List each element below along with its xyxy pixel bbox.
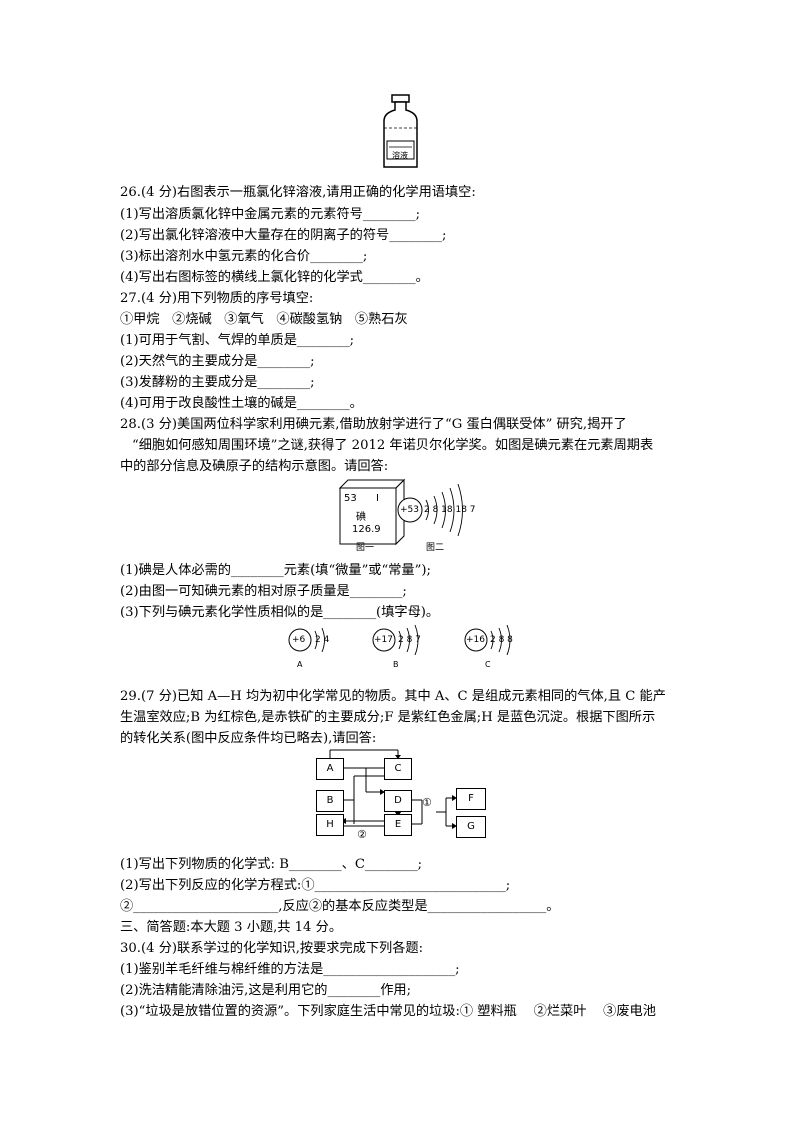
element-mass: 126.9 — [352, 524, 381, 535]
option-b-atom-diagram — [372, 624, 419, 656]
node-d: D — [384, 790, 412, 812]
q26-item-1: (1)写出溶质氯化锌中金属元素的元素符号________; — [120, 207, 421, 222]
option-c-atom-diagram — [464, 624, 511, 656]
q28-item-3: (3)下列与碘元素化学性质相似的是________(填字母)。 — [120, 605, 440, 620]
iodine-atom-diagram — [397, 483, 463, 537]
option-b-nucleus: +17 — [374, 635, 393, 645]
q30-item-3: (3)“垃圾是放错位置的资源”。下列家庭生活中常见的垃圾:① 塑料瓶 ②烂菜叶 … — [120, 1004, 656, 1019]
q29-item-3: ②______________________,反应②的基本反应类型是_____… — [120, 899, 560, 914]
node-c: C — [384, 758, 412, 780]
element-number: 53 — [344, 493, 357, 504]
option-a-atom-diagram — [288, 627, 325, 653]
node-a: A — [316, 758, 344, 780]
iodine-element-cell — [338, 478, 406, 546]
q27-item-2: (2)天然气的主要成分是________; — [120, 354, 315, 369]
option-a-nucleus: +6 — [292, 635, 306, 645]
reaction-2-marker: ② — [357, 828, 367, 841]
q28-item-1: (1)碘是人体必需的________元素(填“微量”或“常量”); — [120, 563, 431, 578]
q29-intro-3: 的转化关系(图中反应条件均已略去),请回答: — [120, 731, 377, 746]
q29-item-2: (2)写出下列反应的化学方程式:①_______________________… — [120, 878, 511, 893]
option-c-letter: C — [485, 660, 491, 669]
option-b-letter: B — [393, 660, 399, 669]
element-name: 碘 — [356, 512, 366, 523]
option-c-nucleus: +16 — [466, 635, 485, 645]
iodine-shells: 2 8 18 18 7 — [424, 505, 476, 515]
option-a-shells: 2 4 — [315, 635, 330, 645]
q26-item-4: (4)写出右图标签的横线上氯化锌的化学式________。 — [120, 270, 429, 285]
q30-item-2: (2)洗洁精能清除油污,这是利用它的________作用; — [120, 983, 412, 998]
zinc-chloride-bottle-figure — [383, 94, 418, 168]
q30-intro: 30.(4 分)联系学过的化学知识,按要求完成下列各题: — [120, 941, 424, 956]
q28-intro-3: 中的部分信息及碘原子的结构示意图。请回答: — [120, 459, 389, 474]
q27-item-1: (1)可用于气割、气焊的单质是________; — [120, 333, 355, 348]
q26-item-3: (3)标出溶剂水中氢元素的化合价________; — [120, 249, 368, 264]
figure-1-caption: 图一 — [356, 543, 375, 553]
q29-intro-2: 生温室效应;B 为红棕色,是赤铁矿的主要成分;F 是紫红色金属;H 是蓝色沉淀。… — [120, 710, 656, 725]
node-h: H — [316, 814, 344, 836]
option-b-shells: 2 8 7 — [398, 635, 421, 645]
q27-item-4: (4)可用于改良酸性土壤的碱是________。 — [120, 396, 363, 411]
node-g: G — [456, 816, 486, 838]
option-a-letter: A — [297, 660, 303, 669]
q28-item-2: (2)由图一可知碘元素的相对原子质量是________; — [120, 584, 407, 599]
node-f: F — [456, 788, 486, 810]
q26-intro: 26.(4 分)右图表示一瓶氯化锌溶液,请用正确的化学用语填空: — [120, 185, 476, 200]
q27-intro: 27.(4 分)用下列物质的序号填空: — [120, 291, 314, 306]
figure-2-caption: 图二 — [426, 543, 445, 553]
bottle-label: 溶液 — [392, 151, 408, 160]
q28-intro-1: 28.(3 分)美国两位科学家利用碘元素,借助放射学进行了“G 蛋白偶联受体” … — [120, 417, 627, 432]
section-3-heading: 三、简答题:本大题 3 小题,共 14 分。 — [120, 920, 343, 935]
reaction-1-marker: ① — [422, 796, 432, 809]
q29-item-1: (1)写出下列物质的化学式: B________、C________; — [120, 857, 423, 872]
q28-intro-2: “细胞如何感知周围环境”之谜,获得了 2012 年诺贝尔化学奖。如图是碘元素在元… — [132, 438, 654, 453]
iodine-nucleus: +53 — [400, 505, 419, 515]
option-c-shells: 2 8 8 — [490, 635, 513, 645]
q26-item-2: (2)写出氯化锌溶液中大量存在的阴离子的符号________; — [120, 228, 447, 243]
q27-item-3: (3)发酵粉的主要成分是________; — [120, 375, 315, 390]
node-b: B — [316, 790, 344, 812]
q29-intro-1: 29.(7 分)已知 A—H 均为初中化学常见的物质。其中 A、C 是组成元素相… — [120, 689, 666, 704]
q27-options: ①甲烷 ②烧碱 ③氧气 ④碳酸氢钠 ⑤熟石灰 — [120, 312, 408, 327]
element-symbol: I — [376, 493, 379, 504]
node-e: E — [384, 814, 412, 836]
q30-item-1: (1)鉴别羊毛纤维与棉纤维的方法是____________________; — [120, 962, 460, 977]
